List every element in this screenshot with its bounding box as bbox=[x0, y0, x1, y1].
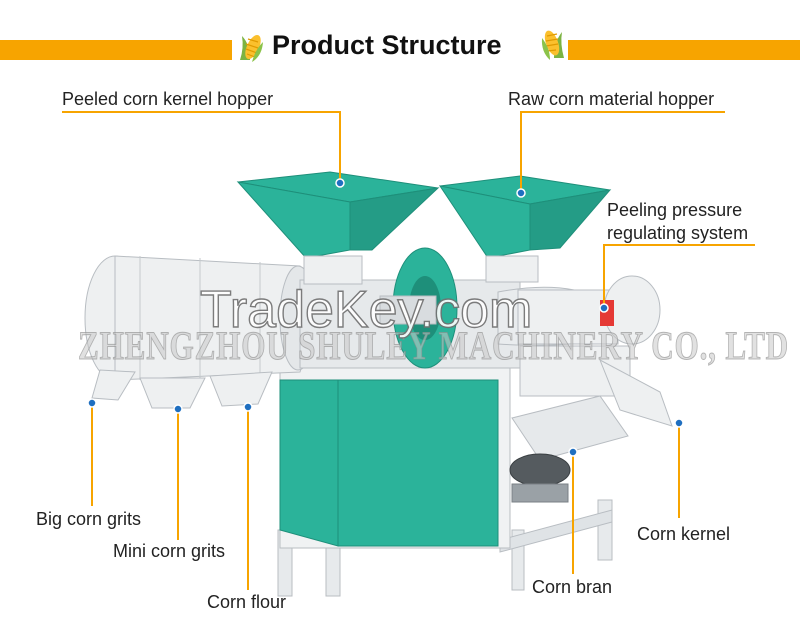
marker-peeled-hopper bbox=[335, 178, 345, 188]
marker-corn-kernel bbox=[674, 418, 684, 428]
leader-peeled-hopper bbox=[62, 111, 341, 182]
corn-icon bbox=[240, 34, 263, 62]
outlet-chute-flour bbox=[209, 371, 273, 407]
marker-corn-bran bbox=[568, 447, 578, 457]
leader-pressure bbox=[603, 244, 755, 306]
bran-fan bbox=[509, 453, 571, 487]
label-corn-bran: Corn bran bbox=[532, 577, 613, 597]
leader-lines bbox=[62, 111, 755, 590]
page-title: Product Structure bbox=[272, 30, 502, 60]
marker-pressure bbox=[599, 303, 609, 313]
base-cabinet-panel bbox=[337, 379, 499, 547]
label-peeling-pressure-line1: Peeling pressure bbox=[607, 200, 743, 220]
marker-mini-grits bbox=[173, 404, 183, 414]
title-backdrop bbox=[232, 28, 568, 72]
label-mini-corn-grits: Mini corn grits bbox=[113, 541, 226, 561]
label-corn-flour: Corn flour bbox=[207, 592, 287, 612]
watermark-brand: TradeKey.com bbox=[199, 280, 533, 339]
frame-leg bbox=[597, 499, 613, 561]
label-raw-corn-material-hopper: Raw corn material hopper bbox=[508, 89, 715, 109]
label-peeled-corn-kernel-hopper: Peeled corn kernel hopper bbox=[62, 89, 274, 109]
marker-raw-hopper bbox=[516, 188, 526, 198]
marker-corn-flour bbox=[243, 402, 253, 412]
kernel-outlet-chute bbox=[599, 358, 673, 427]
label-peeling-pressure-line2: regulating system bbox=[607, 223, 749, 243]
outlet-chute-mini-grits bbox=[139, 377, 206, 409]
marker-big-grits bbox=[87, 398, 97, 408]
leader-raw-hopper bbox=[520, 111, 725, 192]
label-big-corn-grits: Big corn grits bbox=[36, 509, 142, 529]
outlet-chute-big-grits bbox=[91, 369, 136, 401]
label-corn-kernel: Corn kernel bbox=[637, 524, 731, 544]
watermark-company: ZHENGZHOU SHULEY MACHINERY CO., LTD bbox=[78, 323, 789, 369]
corn-icon bbox=[541, 30, 564, 60]
bran-outlet-chute bbox=[511, 395, 629, 461]
